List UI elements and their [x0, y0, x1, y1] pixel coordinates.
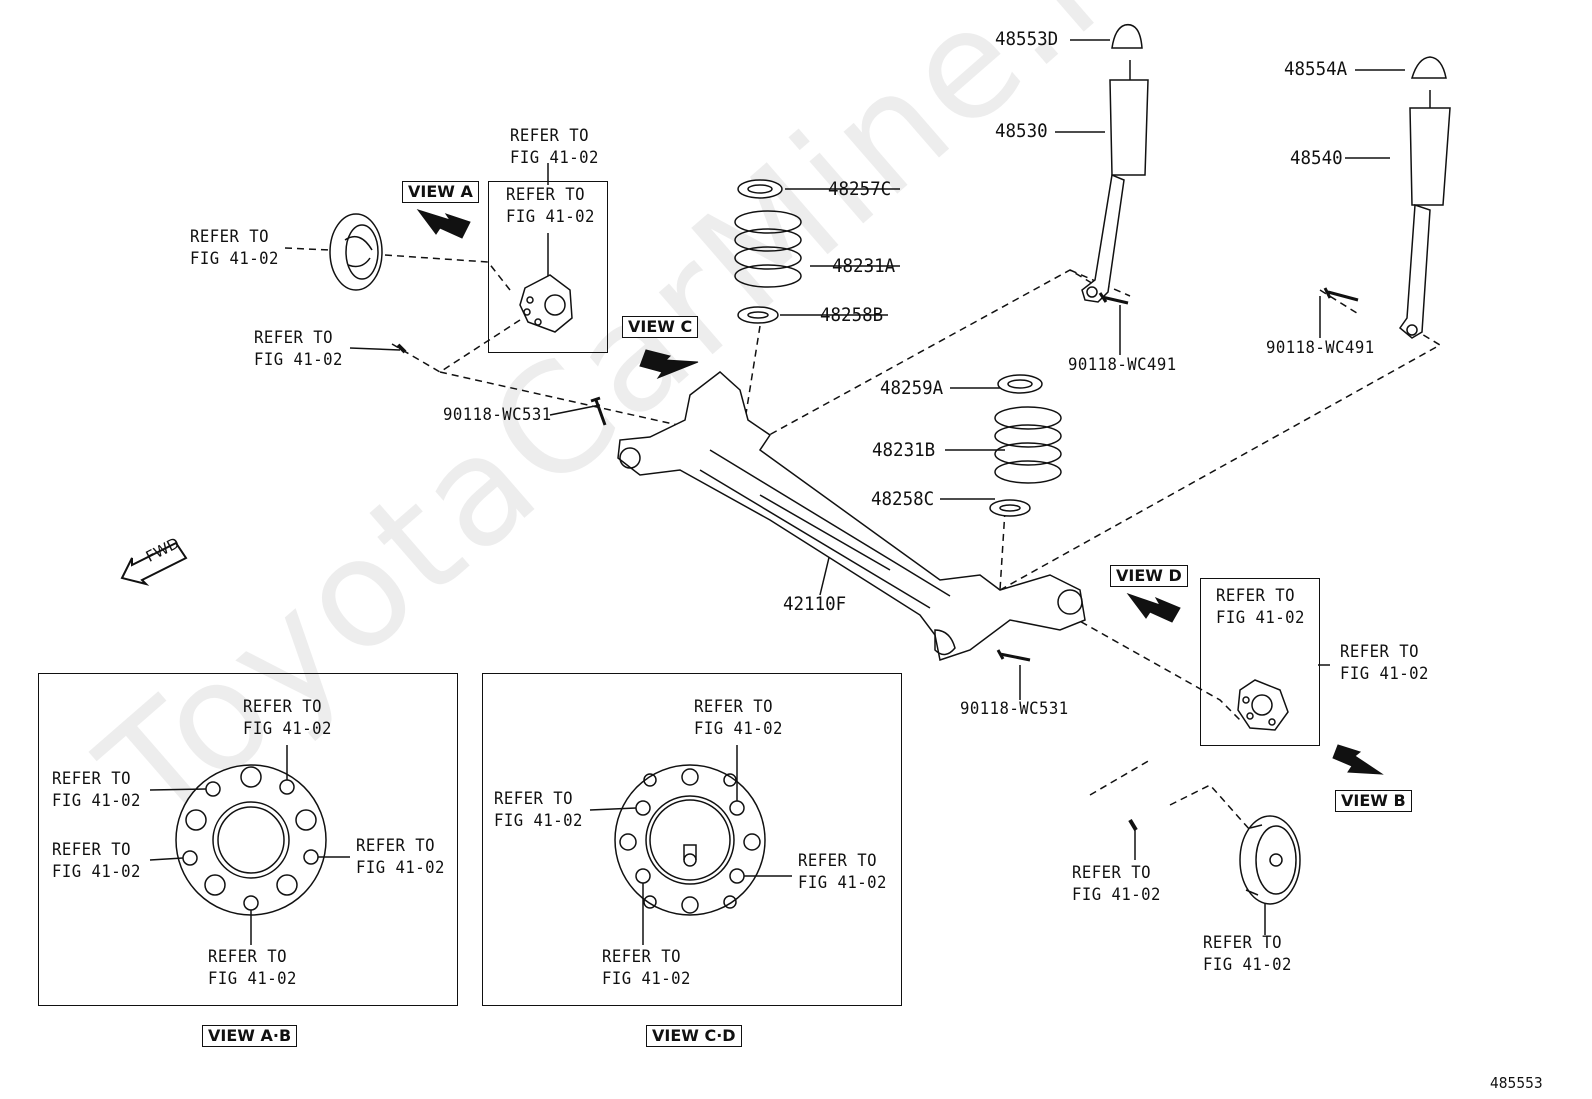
view-b-tag: VIEW B [1335, 790, 1412, 812]
ref-callout-ab-bottom: REFER TO FIG 41-02 [208, 947, 297, 989]
bolt-90118-WC491-right: 90118-WC491 [1266, 338, 1375, 358]
view-cd-tag: VIEW C·D [646, 1025, 742, 1047]
hub-right [1237, 679, 1289, 731]
view-d-detail-box [1200, 578, 1320, 746]
hub-left [519, 274, 573, 333]
part-48530: 48530 [995, 120, 1048, 142]
coil-spring-right [994, 406, 1062, 484]
part-48553D: 48553D [995, 28, 1059, 50]
ref-callout-view-d-side: REFER TO FIG 41-02 [1340, 642, 1429, 684]
ref-callout-cd-right: REFER TO FIG 41-02 [798, 851, 887, 893]
coil-spring-left [734, 210, 802, 288]
bolt-90118-WC531-right: 90118-WC531 [960, 699, 1069, 719]
view-ab-panel [38, 673, 458, 1006]
ref-callout-top-hub: REFER TO FIG 41-02 [510, 126, 599, 168]
part-48231B: 48231B [872, 439, 936, 461]
backing-plate-left [329, 213, 383, 291]
ref-callout-ab-top: REFER TO FIG 41-02 [243, 697, 332, 739]
part-48258C: 48258C [871, 488, 935, 510]
assembly-lines [284, 247, 1442, 831]
ref-callout-view-d-hub: REFER TO FIG 41-02 [1216, 586, 1305, 628]
ref-callout-right-bolt: REFER TO FIG 41-02 [1072, 863, 1161, 905]
axle-beam [617, 371, 1086, 661]
part-48540: 48540 [1290, 147, 1343, 169]
ref-callout-cd-top: REFER TO FIG 41-02 [694, 697, 783, 739]
ref-callout-view-a-hub: REFER TO FIG 41-02 [506, 185, 595, 227]
ref-callout-ab-lower-left: REFER TO FIG 41-02 [52, 840, 141, 882]
ref-callout-brake-drum: REFER TO FIG 41-02 [1203, 933, 1292, 975]
view-d-tag: VIEW D [1110, 565, 1188, 587]
part-48554A: 48554A [1284, 58, 1348, 80]
view-a-tag: VIEW A [402, 181, 479, 203]
part-48259A: 48259A [880, 377, 944, 399]
shock-absorber-right [1398, 90, 1451, 339]
bolt-90118-WC491-left: 90118-WC491 [1068, 355, 1177, 375]
view-c-tag: VIEW C [622, 316, 699, 338]
part-48257C: 48257C [828, 178, 892, 200]
hub-face-ab [175, 764, 327, 916]
ref-callout-ab-upper-left: REFER TO FIG 41-02 [52, 769, 141, 811]
ref-callout-cd-bottom: REFER TO FIG 41-02 [602, 947, 691, 989]
ref-callout-backing-plate: REFER TO FIG 41-02 [190, 227, 279, 269]
brake-drum-right [1239, 815, 1301, 905]
view-cd-panel [482, 673, 902, 1006]
fwd-arrow [120, 541, 188, 586]
ref-callout-ab-right: REFER TO FIG 41-02 [356, 836, 445, 878]
part-48231A: 48231A [832, 255, 896, 277]
part-42110F: 42110F [783, 593, 847, 615]
view-ab-tag: VIEW A·B [202, 1025, 298, 1047]
diagram-id: 485553 [1490, 1074, 1543, 1092]
hub-face-cd [614, 764, 766, 916]
ref-callout-cd-left: REFER TO FIG 41-02 [494, 789, 583, 831]
part-48258B: 48258B [820, 304, 884, 326]
ref-callout-left-bolt: REFER TO FIG 41-02 [254, 328, 343, 370]
shock-absorber-left [1081, 60, 1149, 303]
bolt-90118-WC531-left: 90118-WC531 [443, 405, 552, 425]
view-a-detail-box [488, 181, 608, 353]
